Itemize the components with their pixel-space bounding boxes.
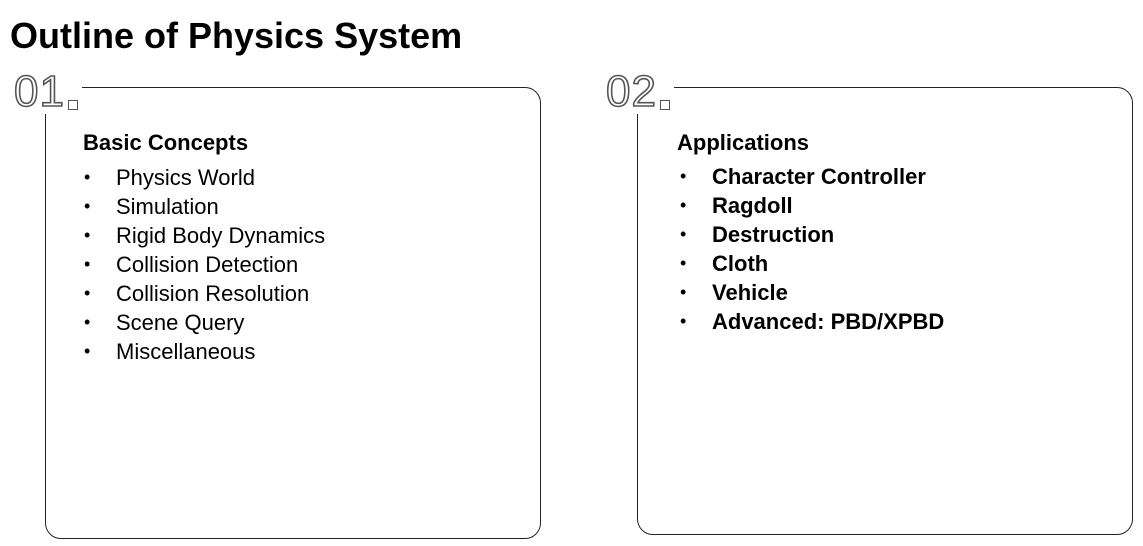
section-number-badge: 01: [13, 67, 82, 116]
list-item-label: Ragdoll: [712, 192, 793, 218]
bullet-icon: •: [84, 225, 91, 245]
section-panel-basic-concepts: [45, 87, 541, 539]
list-item: • Ragdoll: [680, 191, 944, 220]
number-dot-icon: [67, 100, 78, 110]
bullet-icon: •: [84, 196, 91, 216]
list-item-label: Simulation: [116, 193, 219, 219]
list-item-label: Physics World: [116, 164, 255, 190]
list-item-label: Cloth: [712, 250, 769, 276]
list-item-label: Vehicle: [712, 279, 788, 305]
section-number: 02: [605, 67, 657, 116]
bullet-icon: •: [680, 282, 687, 302]
list-item-label: Collision Resolution: [116, 280, 310, 306]
list-item: • Physics World: [84, 163, 325, 192]
list-item-label: Collision Detection: [116, 251, 299, 277]
section-heading: Basic Concepts: [83, 130, 249, 155]
list-item: • Advanced: PBD/XPBD: [680, 307, 944, 336]
list-item-label: Advanced: PBD/XPBD: [712, 308, 945, 334]
list-item: • Collision Detection: [84, 250, 325, 279]
list-item-label: Scene Query: [116, 309, 245, 335]
list-item: • Scene Query: [84, 308, 325, 337]
list-item: • Cloth: [680, 249, 944, 278]
list-item-label: Character Controller: [712, 163, 926, 189]
list-item-label: Rigid Body Dynamics: [116, 222, 326, 248]
section-number-badge: 02: [605, 67, 674, 116]
list-item: • Rigid Body Dynamics: [84, 221, 325, 250]
section-number: 01: [13, 67, 65, 116]
section-panel-applications: [637, 87, 1133, 535]
list-item: • Collision Resolution: [84, 279, 325, 308]
list-item-label: Miscellaneous: [116, 338, 256, 364]
bullet-icon: •: [680, 195, 687, 215]
bullet-icon: •: [84, 254, 91, 274]
number-dot-icon: [659, 100, 670, 110]
section-heading: Applications: [677, 130, 810, 155]
bullet-icon: •: [680, 253, 687, 273]
bullet-icon: •: [84, 167, 91, 187]
list-item: • Miscellaneous: [84, 337, 325, 366]
list-item: • Vehicle: [680, 278, 944, 307]
bullet-icon: •: [680, 224, 687, 244]
bullet-icon: •: [84, 312, 91, 332]
bullet-icon: •: [680, 166, 687, 186]
bullet-icon: •: [84, 341, 91, 361]
page-title: Outline of Physics System: [10, 15, 463, 56]
list-item: • Character Controller: [680, 162, 944, 191]
list-item: • Simulation: [84, 192, 325, 221]
topic-list: • Physics World • Simulation • Rigid Body D…: [84, 163, 325, 366]
bullet-icon: •: [680, 311, 687, 331]
list-item-label: Destruction: [712, 221, 835, 247]
topic-list: • Character Controller • Ragdoll • Destruct…: [680, 162, 944, 336]
list-item: • Destruction: [680, 220, 944, 249]
bullet-icon: •: [84, 283, 91, 303]
